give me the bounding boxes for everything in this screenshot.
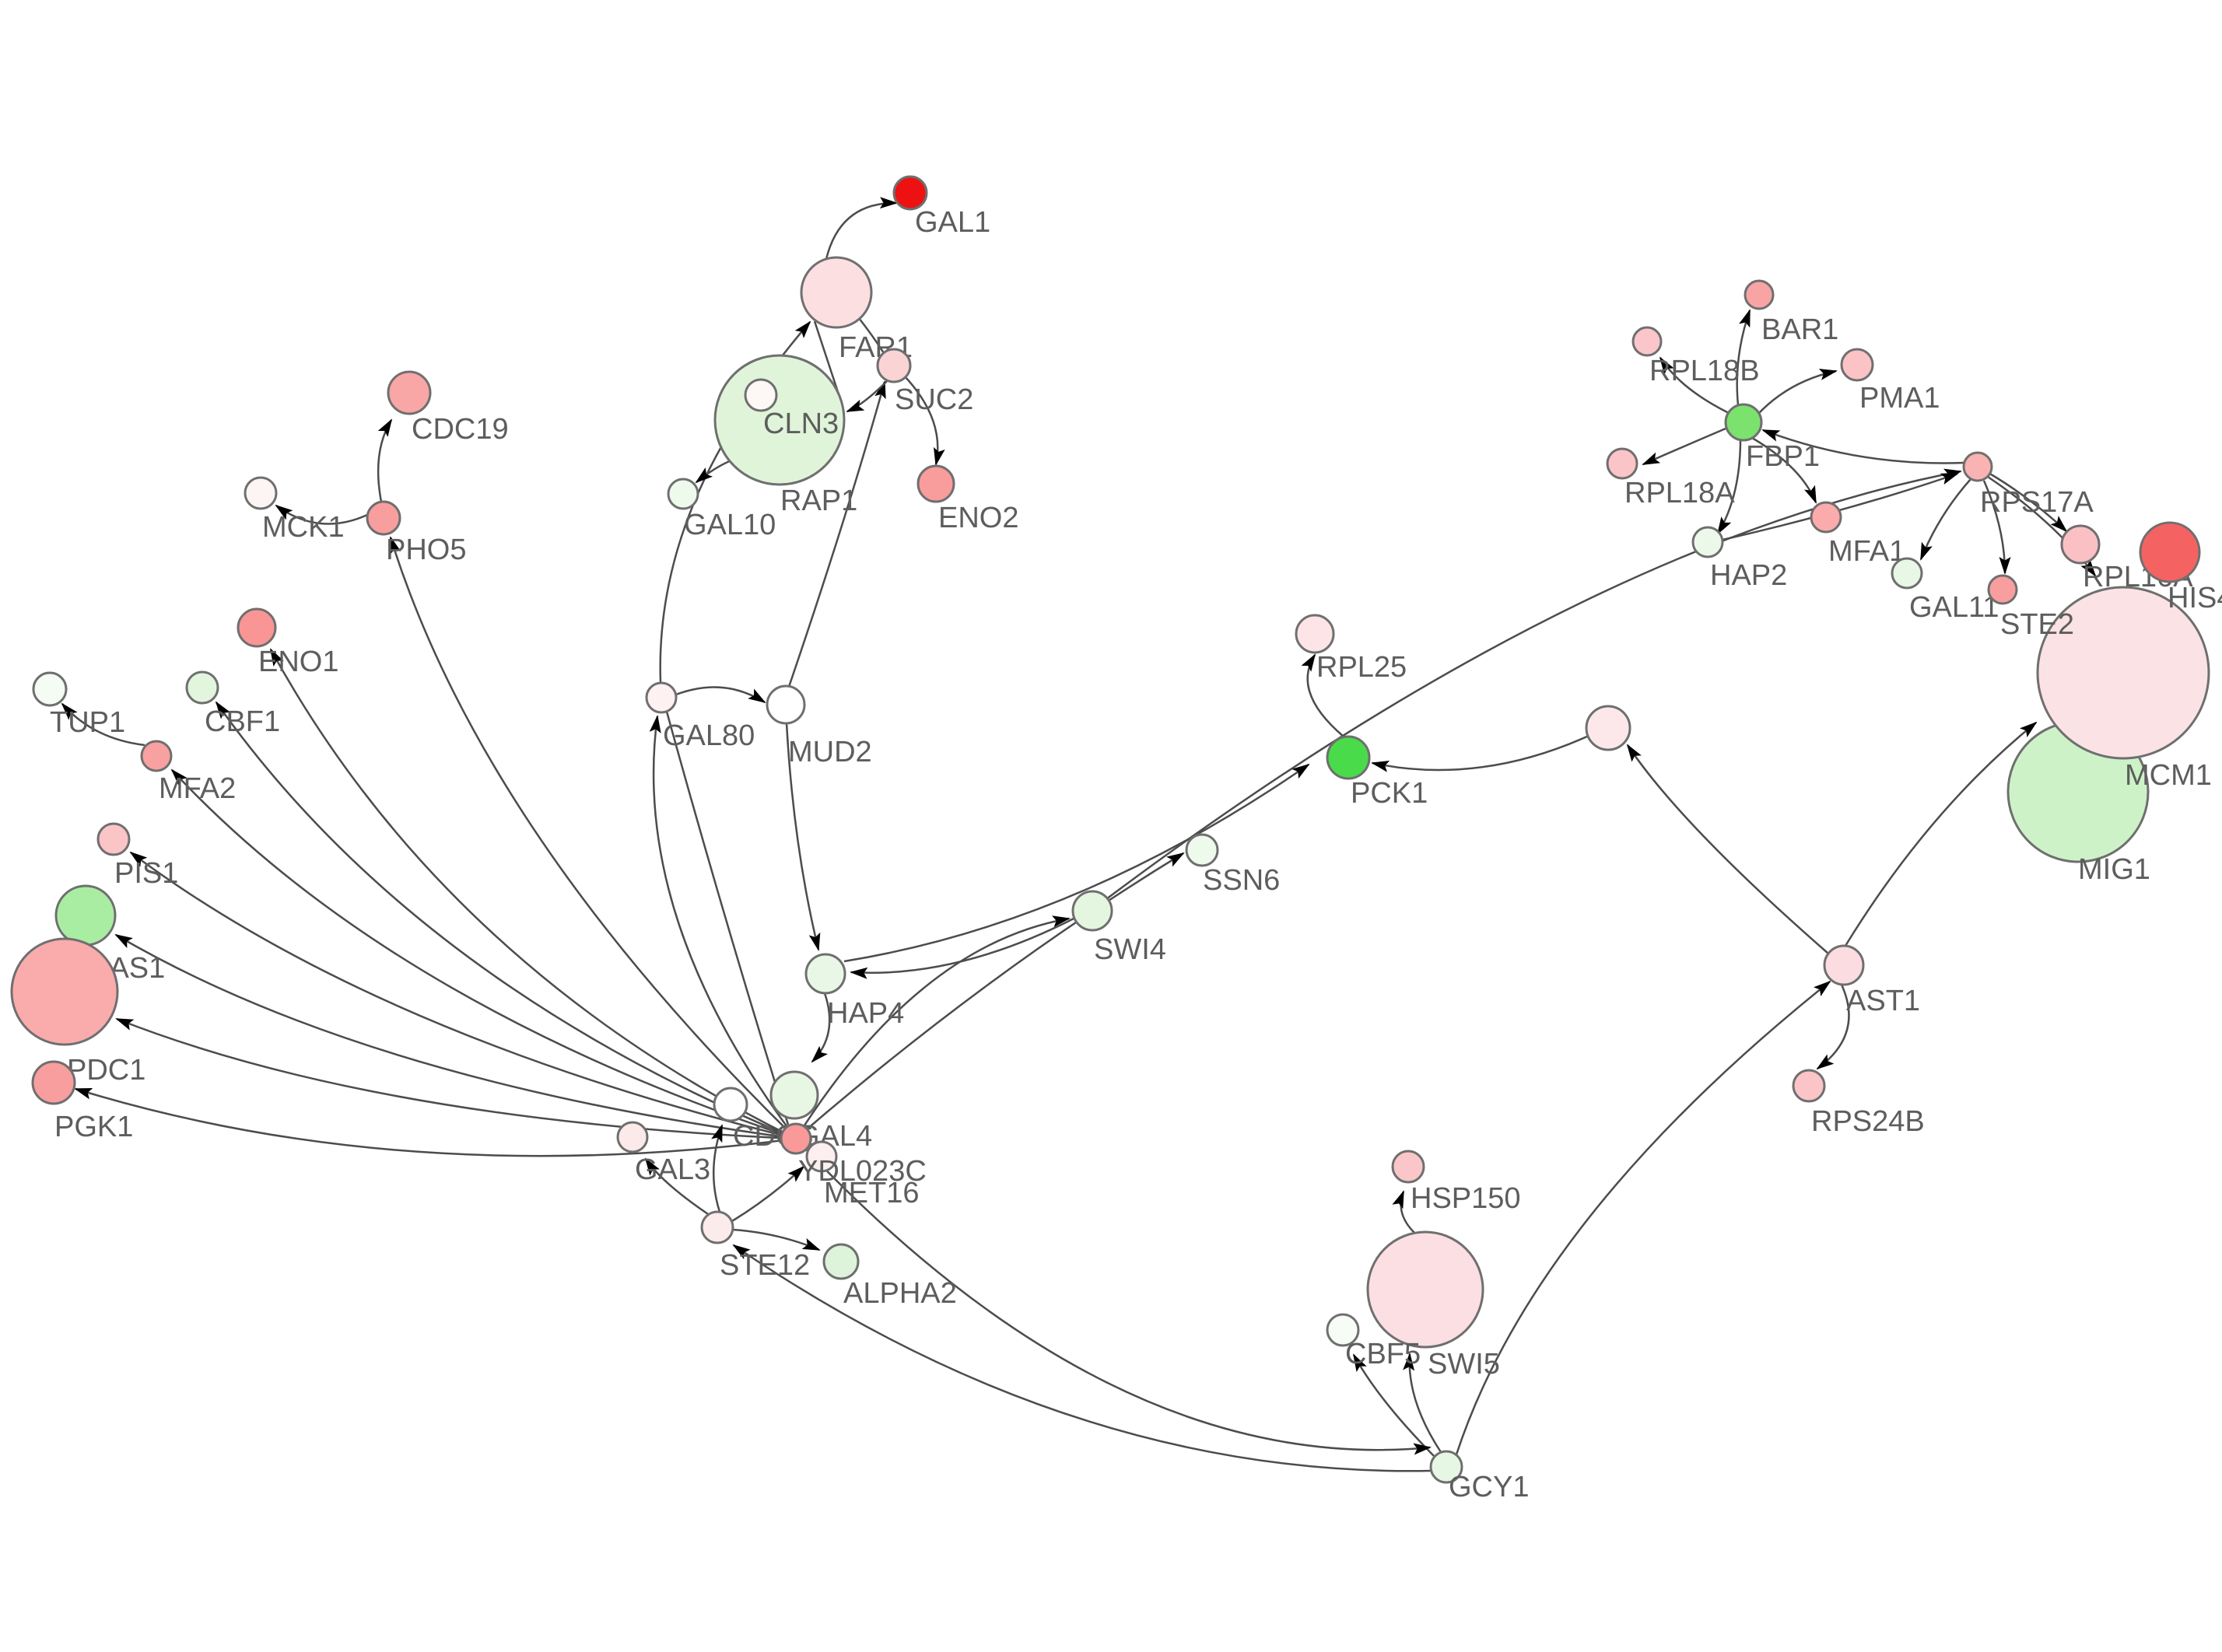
svg-text:HSP150: HSP150 [1411,1182,1521,1215]
svg-text:PDC1: PDC1 [67,1054,145,1087]
svg-text:HAP2: HAP2 [1710,559,1787,592]
svg-text:SWI5: SWI5 [1428,1348,1500,1381]
svg-text:ENO2: ENO2 [938,502,1018,534]
svg-text:YDL023C: YDL023C [798,1155,927,1188]
svg-text:ENO1: ENO1 [258,646,338,678]
svg-text:RPS17A: RPS17A [1980,486,2094,519]
svg-text:PMA1: PMA1 [1859,382,1940,415]
svg-text:CBF5: CBF5 [1345,1338,1421,1370]
svg-text:GAL11: GAL11 [1909,591,1999,624]
svg-text:MIG1: MIG1 [2078,853,2150,886]
svg-text:PGK1: PGK1 [54,1111,133,1143]
svg-text:TUP1: TUP1 [50,706,125,739]
svg-text:MCK1: MCK1 [262,511,345,544]
svg-text:RPL25: RPL25 [1316,651,1407,684]
svg-text:RAP1: RAP1 [780,485,857,517]
svg-text:CBF1: CBF1 [205,705,280,738]
svg-text:STE12: STE12 [720,1249,810,1282]
svg-text:SSN6: SSN6 [1203,864,1280,897]
svg-text:RPL18A: RPL18A [1624,477,1735,509]
svg-text:AST1: AST1 [1846,985,1920,1017]
svg-text:ALPHA2: ALPHA2 [843,1277,957,1310]
svg-text:GAL3: GAL3 [635,1153,710,1186]
svg-text:CDC19: CDC19 [412,413,509,446]
svg-text:CLN3: CLN3 [763,408,839,440]
svg-text:FBP1: FBP1 [1746,440,1820,473]
svg-text:HAP4: HAP4 [827,997,904,1030]
svg-text:PIS1: PIS1 [114,857,178,890]
svg-text:PCK1: PCK1 [1351,777,1428,810]
svg-text:GAL80: GAL80 [663,719,755,752]
svg-text:GAL1: GAL1 [915,206,990,239]
svg-text:MFA2: MFA2 [159,772,236,805]
svg-text:BAR1: BAR1 [1761,313,1838,346]
svg-text:GAL10: GAL10 [684,509,776,541]
svg-text:HIS4: HIS4 [2168,582,2222,614]
svg-text:MCM1: MCM1 [2125,759,2212,792]
svg-text:RPL18B: RPL18B [1649,355,1760,387]
svg-text:MFA1: MFA1 [1828,535,1905,568]
svg-text:STE2: STE2 [2000,608,2074,641]
svg-text:PHO5: PHO5 [386,534,466,566]
svg-text:GCY1: GCY1 [1449,1471,1529,1503]
svg-text:MUD2: MUD2 [788,736,872,768]
svg-text:RPS24B: RPS24B [1811,1105,1925,1138]
svg-text:MET16: MET16 [824,1177,919,1209]
svg-text:SWI4: SWI4 [1094,933,1166,966]
svg-text:SUC2: SUC2 [895,383,973,416]
